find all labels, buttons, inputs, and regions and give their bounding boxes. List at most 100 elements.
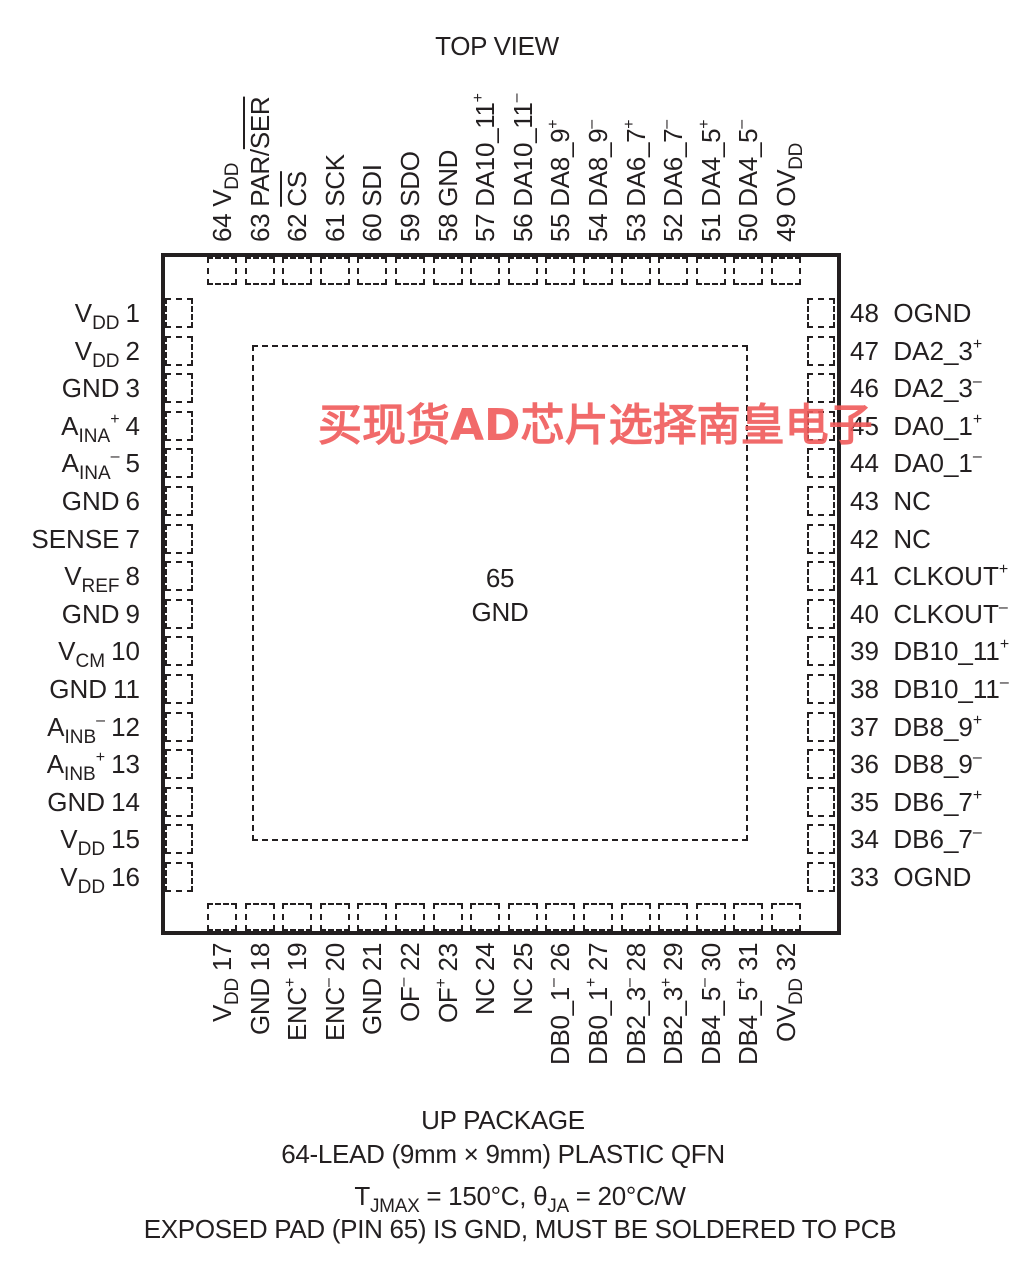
pin-number: 34 — [850, 824, 879, 855]
pin-number: 54 — [583, 213, 613, 242]
pin-number: 33 — [850, 862, 879, 892]
pad-pin-31 — [733, 903, 764, 931]
pad-pin-50 — [733, 257, 764, 285]
pin-name: SCK — [319, 154, 350, 207]
pin-number: 18 — [244, 942, 275, 972]
pin-number: 59 — [395, 213, 425, 242]
pad-pin-28 — [620, 903, 651, 931]
pin-number: 12 — [111, 711, 140, 742]
pin-number: 47 — [850, 335, 879, 366]
pin-label-43: 43 NC — [850, 487, 931, 515]
pin-number: 41 — [850, 561, 879, 592]
pin-name: DA2_3– — [893, 373, 982, 404]
pin-name: NC — [893, 523, 931, 554]
pin-name: VDD — [207, 978, 243, 1022]
pin-label-21: GND 21 — [357, 943, 387, 1035]
pin-name: DA10_11– — [507, 93, 538, 207]
pin-number: 39 — [850, 636, 879, 667]
pin-name: DA4_5– — [733, 120, 764, 207]
exposed-pad-number: 65 — [485, 563, 515, 593]
pin-label-59: 59 SDO — [395, 151, 425, 242]
pin-name: NC — [507, 978, 538, 1015]
pin-number: 20 — [319, 943, 350, 972]
pad-pin-62 — [282, 257, 313, 285]
pad-pin-52 — [658, 257, 689, 285]
pin-name: VREF — [64, 561, 120, 598]
pad-pin-37 — [807, 711, 835, 742]
pin-label-39: 39 DB10_11+ — [850, 636, 1010, 667]
pad-pin-38 — [807, 674, 835, 704]
pin-label-58: 58 GND — [432, 149, 463, 242]
pin-label-61: 61 SCK — [319, 154, 350, 242]
pin-label-5: AINA–5 — [62, 448, 146, 484]
pin-label-4: AINA+4 — [61, 411, 146, 446]
pad-pin-46 — [807, 373, 835, 404]
pin-number: 43 — [850, 486, 879, 516]
pin-number: 31 — [733, 942, 764, 972]
pin-number: 48 — [850, 298, 879, 328]
pin-name: CLKOUT– — [893, 598, 1008, 629]
pin-name: OGND — [893, 298, 972, 328]
pin-number: 5 — [125, 448, 140, 479]
pin-name: VDD — [207, 162, 243, 207]
pin-name: DB10_11– — [893, 674, 1009, 704]
pad-pin-29 — [658, 903, 689, 931]
pin-name: DB0_1– — [545, 978, 576, 1065]
pin-number: 7 — [125, 523, 140, 554]
pin-name: VDD — [74, 335, 120, 372]
pin-label-33: 33 OGND — [850, 863, 971, 891]
pin-label-41: 41 CLKOUT+ — [850, 561, 1008, 592]
pin-name: ENC+ — [282, 977, 313, 1041]
pin-number: 61 — [319, 213, 350, 242]
pin-name: CS — [282, 171, 313, 207]
pin-number: 56 — [507, 213, 538, 242]
pin-name: DA0_1+ — [893, 410, 983, 441]
pin-name: GND — [61, 373, 120, 404]
pad-pin-12 — [165, 711, 193, 742]
pin-label-60: 60 SDI — [357, 164, 388, 242]
pin-number: 2 — [125, 335, 140, 366]
pin-name: DB10_11+ — [893, 636, 1010, 667]
pin-number: 60 — [357, 213, 388, 242]
pin-label-36: 36 DB8_9– — [850, 750, 982, 779]
pin-label-48: 48 OGND — [850, 299, 971, 327]
pin-label-45: 45 DA0_1+ — [850, 410, 983, 441]
pin-name: SDO — [395, 151, 425, 207]
pin-name: ENC– — [319, 978, 350, 1041]
exposed-pad — [252, 345, 748, 841]
pin-label-30: DB4_5– 30 — [696, 943, 726, 1065]
pin-name: GND — [47, 786, 106, 817]
pad-pin-9 — [165, 598, 193, 629]
pad-pin-25 — [507, 903, 538, 931]
pin-name: DA8_9– — [583, 120, 613, 207]
pin-name: GND — [432, 149, 463, 207]
pad-pin-58 — [432, 257, 463, 285]
pad-pin-59 — [395, 257, 425, 285]
pin-name: DA4_5+ — [695, 119, 726, 207]
pin-label-12: AINB–12 — [47, 711, 146, 747]
pad-pin-47 — [807, 335, 835, 366]
pad-pin-27 — [583, 903, 613, 931]
pad-pin-5 — [165, 448, 193, 479]
pad-pin-51 — [695, 257, 726, 285]
pin-name: DB6_7– — [893, 824, 982, 855]
pin-number: 27 — [583, 942, 613, 972]
pin-number: 10 — [111, 636, 140, 667]
pin-label-47: 47 DA2_3+ — [850, 335, 982, 366]
pin-name: SENSE — [31, 523, 120, 554]
pin-number: 46 — [850, 373, 879, 404]
pin-label-22: OF– 22 — [395, 943, 425, 1022]
pin-number: 13 — [111, 749, 140, 780]
pad-pin-21 — [357, 903, 388, 931]
pin-name: DA6_7+ — [620, 119, 651, 207]
pin-label-57: 57 DA10_11+ — [470, 93, 500, 242]
pin-label-17: VDD 17 — [207, 943, 243, 1022]
pad-pin-40 — [807, 598, 835, 629]
pin-name: OVDD — [771, 978, 807, 1042]
pin-number: 29 — [658, 942, 689, 972]
package-name: UP PACKAGE — [421, 1105, 585, 1135]
